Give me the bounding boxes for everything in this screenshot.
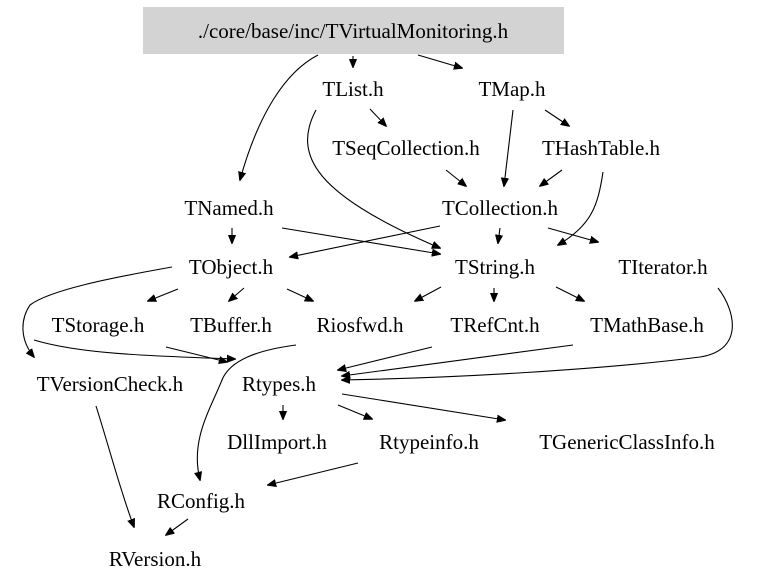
edge-tbuffer-rconfig — [197, 344, 297, 480]
edge-tcollection-tobject — [290, 225, 441, 257]
root-node-highlight — [143, 7, 564, 54]
edge-tcollection-tstring — [498, 227, 500, 243]
node-rtypeinfo[interactable]: Rtypeinfo.h — [379, 430, 479, 454]
edge-tobject-tbuffer — [229, 287, 245, 301]
edge-tobject-tstorage — [148, 288, 179, 301]
node-tversioncheck[interactable]: TVersionCheck.h — [37, 372, 184, 396]
node-label: TVersionCheck.h — [37, 372, 184, 396]
node-rversion[interactable]: RVersion.h — [109, 547, 202, 571]
node-thashtable[interactable]: THashTable.h — [542, 136, 661, 160]
node-label: TMathBase.h — [590, 313, 704, 337]
node-label: TList.h — [322, 77, 384, 101]
edge-tstorage-rtypes — [165, 346, 227, 362]
edge-tstring-riosfwd — [415, 286, 442, 301]
node-label: ./core/base/inc/TVirtualMonitoring.h — [198, 19, 509, 43]
edge-tobject-tversioncheck — [22, 266, 173, 357]
edge-rconfig-rversion — [166, 518, 189, 535]
node-tseqcollection[interactable]: TSeqCollection.h — [332, 136, 480, 160]
node-label: TCollection.h — [442, 196, 559, 220]
edge-tversioncheck-rversion — [95, 405, 134, 527]
node-tcollection[interactable]: TCollection.h — [442, 196, 559, 220]
edge-tmathbase-rtypes — [342, 344, 574, 376]
edge-tobject-rtypes — [33, 339, 235, 359]
edge-trefcnt-rtypes — [338, 346, 433, 370]
node-root[interactable]: ./core/base/inc/TVirtualMonitoring.h — [143, 7, 564, 54]
edge-thashtable-tstring — [558, 171, 604, 245]
node-label: TNamed.h — [184, 196, 274, 220]
node-tnamed[interactable]: TNamed.h — [184, 196, 274, 220]
edge-tlist-tseqcollection — [369, 108, 386, 126]
node-tmathbase[interactable]: TMathBase.h — [590, 313, 704, 337]
edge-tobject-riosfwd — [286, 288, 313, 301]
node-tstring[interactable]: TString.h — [455, 255, 535, 279]
edges — [22, 54, 733, 535]
node-tobject[interactable]: TObject.h — [189, 255, 274, 279]
node-tlist[interactable]: TList.h — [322, 77, 384, 101]
node-rconfig[interactable]: RConfig.h — [157, 489, 246, 513]
edge-tstring-tmathbase — [555, 286, 584, 301]
node-label: Rtypes.h — [242, 372, 317, 396]
node-label: TStorage.h — [52, 313, 145, 337]
edge-rtypes-rtypeinfo — [337, 404, 372, 419]
edge-tnamed-tstring — [281, 227, 440, 254]
node-label: TRefCnt.h — [450, 313, 540, 337]
node-label: TObject.h — [189, 255, 274, 279]
nodes: ./core/base/inc/TVirtualMonitoring.h TLi… — [37, 7, 715, 571]
edge-root-tmap — [417, 54, 462, 68]
node-rtypes[interactable]: Rtypes.h — [242, 372, 317, 396]
edge-tmap-tcollection — [504, 109, 514, 186]
node-label: DllImport.h — [227, 430, 327, 454]
node-label: Riosfwd.h — [317, 313, 404, 337]
node-tstorage[interactable]: TStorage.h — [52, 313, 145, 337]
node-label: TGenericClassInfo.h — [539, 430, 715, 454]
node-tmap[interactable]: TMap.h — [478, 77, 546, 101]
edge-tlist-tstring — [307, 109, 440, 248]
edge-rtypeinfo-rconfig — [268, 462, 359, 485]
node-label: RConfig.h — [157, 489, 246, 513]
node-label: THashTable.h — [542, 136, 661, 160]
node-dllimport[interactable]: DllImport.h — [227, 430, 327, 454]
edge-tcollection-titerator — [547, 227, 598, 242]
node-tbuffer[interactable]: TBuffer.h — [190, 313, 272, 337]
node-riosfwd[interactable]: Riosfwd.h — [317, 313, 404, 337]
node-tgenericclassinfo[interactable]: TGenericClassInfo.h — [539, 430, 715, 454]
edge-root-tnamed — [240, 54, 319, 180]
edge-tmap-thashtable — [544, 109, 569, 126]
edge-thashtable-tcollection — [540, 169, 563, 186]
edge-titerator-rtypes — [342, 287, 733, 380]
node-label: TBuffer.h — [190, 313, 272, 337]
node-trefcnt[interactable]: TRefCnt.h — [450, 313, 540, 337]
node-titerator[interactable]: TIterator.h — [618, 255, 708, 279]
edge-tseqcollection-tcollection — [445, 169, 466, 186]
edge-rtypes-tgenericclassinfo — [341, 393, 505, 420]
node-label: Rtypeinfo.h — [379, 430, 479, 454]
node-label: TMap.h — [478, 77, 546, 101]
node-label: TSeqCollection.h — [332, 136, 480, 160]
node-label: TString.h — [455, 255, 535, 279]
node-label: RVersion.h — [109, 547, 202, 571]
node-label: TIterator.h — [618, 255, 708, 279]
